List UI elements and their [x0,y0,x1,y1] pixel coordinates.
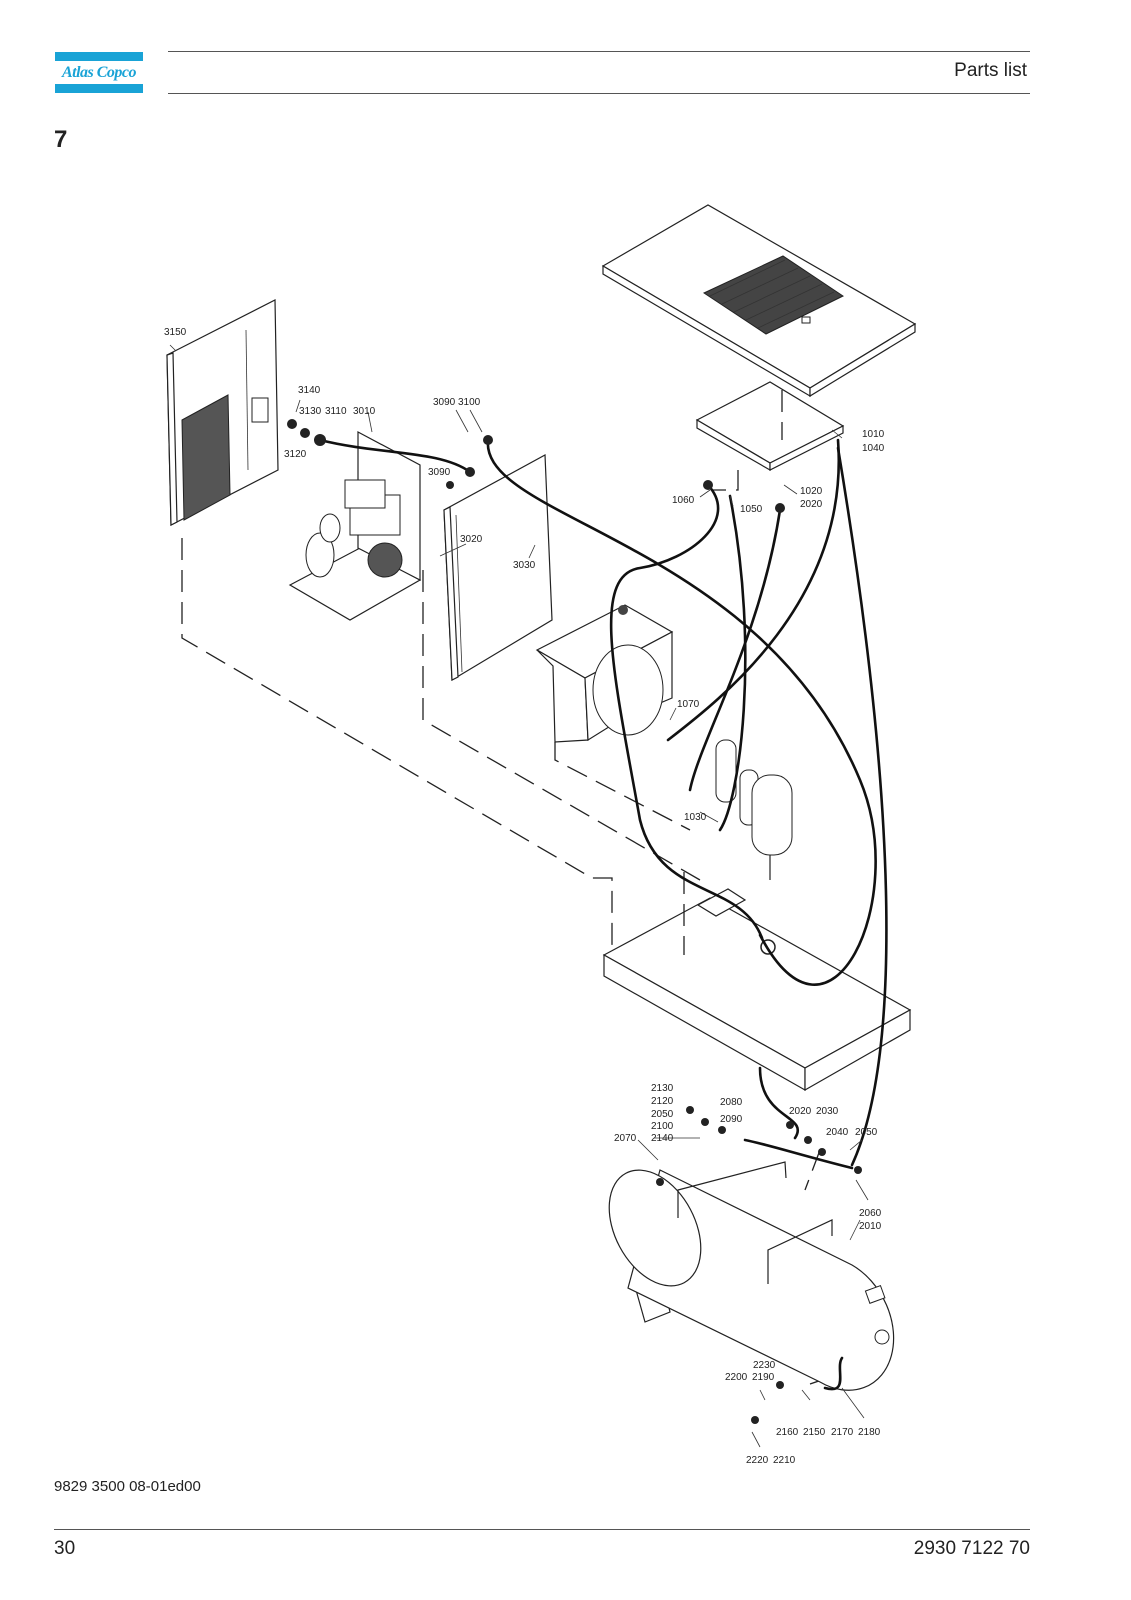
callout-labels: 3150 3140 3130 3110 3010 3120 3090 3100 … [164,327,885,1466]
callout-2010: 2010 [859,1221,882,1232]
page-number: 30 [54,1538,76,1559]
callout-1050: 1050 [740,504,763,515]
callout-2120: 2120 [651,1096,674,1107]
atlas-copco-logo: Atlas Copco [55,52,143,93]
callout-3110: 3110 [325,406,347,417]
callout-2050-left: 2050 [651,1109,674,1120]
hoses [318,438,888,1391]
top-cover-panel [601,204,917,398]
callout-2040: 2040 [826,1127,849,1138]
callout-2210: 2210 [773,1455,796,1466]
logo-bar-top [55,52,143,61]
air-receiver-tank [608,1161,895,1391]
callout-2190: 2190 [752,1372,775,1383]
callout-2140: 2140 [651,1133,674,1144]
callout-2060: 2060 [859,1208,882,1219]
chapter-number: 7 [54,126,68,153]
footer-rule [54,1529,1030,1530]
part-number: 2930 7122 70 [913,1538,1030,1559]
electrical-box [695,381,845,472]
callout-2050-right: 2050 [855,1127,878,1138]
refrigerant-dryer-unit [288,431,422,621]
callout-3100: 3100 [458,397,481,408]
document-number: 9829 3500 08-01ed00 [54,1478,201,1495]
leader-lines [169,344,869,1448]
callout-2230: 2230 [753,1360,776,1371]
condenser-fan-unit [535,604,674,743]
callout-3120: 3120 [284,449,307,460]
callout-3150: 3150 [164,327,187,338]
side-panel-center [443,454,553,682]
header-rule-top [168,51,1030,52]
callout-2200: 2200 [725,1372,748,1383]
callout-2170: 2170 [831,1427,854,1438]
base-frame [602,888,912,1092]
callout-3090-mid: 3090 [428,467,451,478]
callout-1070: 1070 [677,699,700,710]
callout-2090: 2090 [720,1114,743,1125]
callout-3020: 3020 [460,534,483,545]
callout-2100: 2100 [651,1121,674,1132]
callout-3030: 3030 [513,560,536,571]
callout-1060: 1060 [672,495,695,506]
callout-1010: 1010 [862,429,885,440]
callout-2150: 2150 [803,1427,826,1438]
callout-1020: 1020 [800,486,823,497]
callout-2030: 2030 [816,1106,839,1117]
callout-1030: 1030 [684,812,707,823]
callout-2020-upper: 2020 [800,499,823,510]
callout-3140: 3140 [298,385,321,396]
callout-3090-top: 3090 [433,397,456,408]
callout-1040: 1040 [862,443,885,454]
header-title: Parts list [954,60,1027,81]
header-rule-bottom [168,93,1030,94]
fittings [287,419,862,1424]
side-panel-left [166,299,279,526]
callout-2220: 2220 [746,1455,769,1466]
filter-vessel-group [715,739,793,880]
callout-2080: 2080 [720,1097,743,1108]
callout-2160: 2160 [776,1427,799,1438]
logo-text: Atlas Copco [61,64,137,81]
callout-2070: 2070 [614,1133,637,1144]
assembly-dashed-lines [181,390,821,1191]
logo-bar-bottom [55,84,143,93]
callout-3010: 3010 [353,406,376,417]
callout-2020-lower: 2020 [789,1106,812,1117]
callout-2130: 2130 [651,1083,674,1094]
callout-3130: 3130 [299,406,322,417]
callout-2180: 2180 [858,1427,881,1438]
